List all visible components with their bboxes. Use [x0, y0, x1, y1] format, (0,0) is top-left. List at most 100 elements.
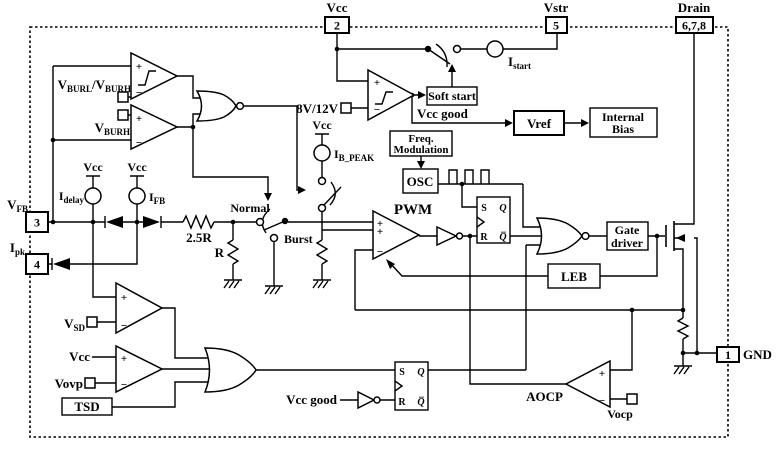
svg-text:Q: Q [499, 203, 506, 214]
vcc-label: Vcc [127, 160, 147, 174]
svg-text:Soft start: Soft start [428, 89, 476, 103]
resistor-2p5r-label: 2.5R [186, 230, 212, 245]
svg-text:Vstr: Vstr [544, 0, 569, 15]
burst-hysteresis-comparator: + − [130, 51, 179, 101]
vsd-label: VSD [64, 316, 85, 333]
burst-high-comparator: + − [130, 103, 179, 151]
resistor-2p5r [182, 214, 215, 230]
aocp-label: AOCP [526, 389, 563, 404]
vburh-label: VBURH [95, 120, 130, 137]
plus-sign: + [599, 368, 605, 380]
sensefet [665, 221, 675, 251]
svg-text:1: 1 [725, 348, 731, 362]
burst-switch-pivot [281, 217, 289, 225]
vburh-port [117, 109, 129, 121]
pin-drain: Drain 6,7,8 [675, 0, 714, 34]
ibpeak-label: IB_PEAK [334, 147, 374, 163]
istart-label: Istart [508, 54, 531, 71]
uvlo-comparator: + − [367, 68, 416, 122]
uvlo-threshold-label: 8V/12V [296, 101, 339, 116]
uvlo-threshold-port [340, 102, 352, 114]
svg-text:Freq.: Freq. [408, 133, 433, 145]
vovp-port [84, 377, 96, 389]
circuit-wiring [48, 33, 717, 408]
vovp-label: Vovp [55, 376, 83, 391]
osc-block: OSC [402, 168, 439, 194]
plus-sign: + [121, 292, 127, 304]
vocp-port [626, 393, 638, 405]
gate-driver-block: Gate driver [606, 221, 649, 251]
plus-sign: + [377, 226, 383, 238]
svg-text:2: 2 [334, 19, 340, 33]
svg-text:R: R [398, 397, 406, 408]
vcc-label: Vcc [83, 160, 103, 174]
svg-text:Q̅: Q̅ [499, 232, 506, 243]
minus-sign: − [377, 246, 383, 258]
vcc-good-label-bottom: Vcc good [286, 392, 338, 407]
svg-text:Modulation: Modulation [393, 144, 448, 156]
svg-text:6,7,8: 6,7,8 [682, 19, 706, 33]
tsd-block: TSD [61, 397, 113, 416]
burst-ref-resistor [315, 239, 329, 265]
svg-text:Q̅: Q̅ [417, 397, 424, 408]
plus-sign: + [121, 353, 127, 365]
pin-gnd: 1 GND [716, 346, 772, 363]
resistor-r [226, 239, 240, 265]
internal-bias-block: Internal Bias [589, 107, 658, 138]
burst-nor-gate [195, 90, 245, 122]
plus-sign: + [374, 77, 380, 89]
vsd-port [86, 316, 98, 328]
ovp-comparator: + − [115, 344, 164, 394]
plus-sign: + [136, 61, 142, 73]
idelay-label: Idelay [59, 189, 85, 205]
idelay-current-source: Vcc Idelay [59, 160, 104, 205]
svg-text:4: 4 [34, 258, 40, 272]
ifb-label: IFB [149, 190, 165, 206]
aocp-comparator: + − AOCP [526, 359, 611, 409]
ifb-current-source: Vcc IFB [127, 160, 165, 206]
vref-block: Vref [513, 110, 565, 136]
fb-diode-left [104, 216, 123, 228]
burst-label: Burst [284, 232, 313, 246]
minus-sign: − [121, 379, 127, 391]
plus-sign: + [377, 218, 383, 230]
svg-text:VFB: VFB [7, 197, 28, 214]
vocp-label: Vocp [607, 407, 633, 421]
minus-sign: − [136, 137, 142, 149]
svg-text:Q: Q [417, 367, 424, 378]
vcc-label: Vcc [312, 118, 332, 132]
svg-text:Vref: Vref [527, 116, 552, 131]
svg-text:S: S [481, 203, 487, 214]
pin-vcc: Vcc 2 [324, 0, 350, 34]
pwm-latch: S Q R Q̅ [476, 196, 511, 244]
shutdown-comparator: + − [115, 281, 164, 335]
burst-contact [269, 233, 279, 243]
gnd-label: GND [743, 347, 772, 362]
svg-text:LEB: LEB [561, 269, 587, 284]
fb-diode-right [143, 216, 162, 228]
ipk-diode [51, 258, 70, 270]
pin-vstr: Vstr 5 [544, 0, 569, 34]
pwm-output-inverter [436, 225, 464, 247]
svg-text:OSC: OSC [407, 174, 434, 189]
leb-block: LEB [547, 263, 601, 289]
svg-text:Drain: Drain [678, 0, 711, 15]
freq-modulation-block: Freq. Modulation [389, 130, 453, 157]
minus-sign: − [599, 395, 605, 407]
sense-resistor [676, 317, 690, 340]
vcc-label-ovp: Vcc [69, 349, 90, 364]
soft-start-block: Soft start [426, 86, 478, 106]
gate-nor-gate [535, 217, 590, 255]
svg-text:Bias: Bias [612, 122, 634, 136]
plus-sign: + [136, 113, 142, 125]
peak-switch-bottom-contact [317, 203, 327, 213]
startup-switch-contact [452, 44, 462, 54]
svg-text:driver: driver [611, 236, 644, 250]
minus-sign: − [121, 320, 127, 332]
svg-text:Gate: Gate [615, 223, 640, 237]
istart-current-source: Istart [452, 40, 531, 71]
svg-text:Internal: Internal [602, 110, 645, 124]
ground-symbols [223, 279, 692, 375]
